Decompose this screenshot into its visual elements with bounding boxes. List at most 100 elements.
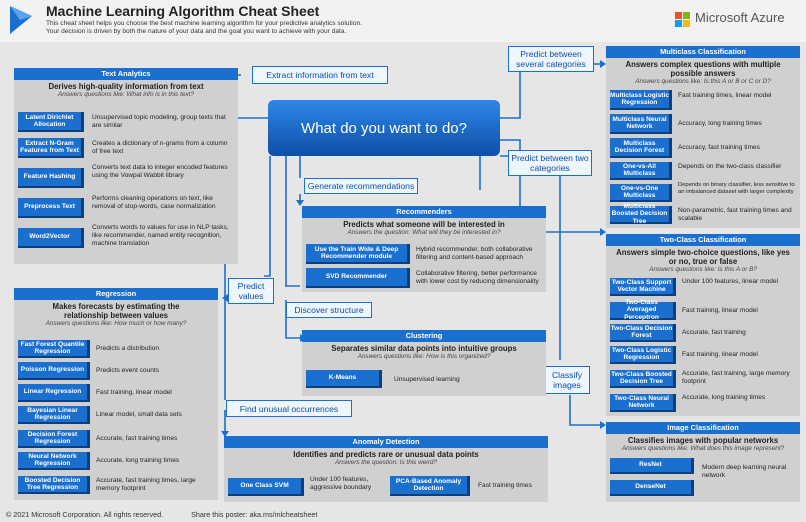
page-subtitle-1: This cheat sheet helps you choose the be… <box>46 20 362 27</box>
footer-share-link[interactable]: Share this poster: aka.ms/mlcheatsheet <box>191 510 318 519</box>
panel-title: Predicts what someone will be interested… <box>343 220 505 229</box>
page-subtitle-2: Your decision is driven by both the natu… <box>46 28 347 35</box>
algo-desc: Under 100 features, aggressive boundary <box>310 476 372 491</box>
ml-logo-icon <box>10 6 32 34</box>
header-bar <box>0 0 806 42</box>
algo-resnet[interactable]: ResNet <box>610 458 694 474</box>
algo-poisson-regression[interactable]: Poisson Regression <box>18 362 90 380</box>
central-question: What do you want to do? <box>268 100 500 156</box>
panel-two-class: Two-Class Classification Answers simple … <box>606 234 800 416</box>
algo-two-class-perceptron[interactable]: Two-Class Averaged Perceptron <box>610 299 676 321</box>
callout-discover-structure[interactable]: Discover structure <box>286 302 372 318</box>
algo-one-class-svm[interactable]: One Class SVM <box>228 478 304 496</box>
algo-fast-forest-quantile[interactable]: Fast Forest Quantile Regression <box>18 340 90 358</box>
panel-clustering: Clustering Separates similar data points… <box>302 330 546 396</box>
algo-desc: Fast training, linear model <box>682 351 758 358</box>
panel-header: Text Analytics <box>14 68 238 80</box>
page-title: Machine Learning Algorithm Cheat Sheet <box>46 3 320 19</box>
algo-multiclass-boosted-tree[interactable]: Multiclass Boosted Decision Tree <box>610 203 672 225</box>
algo-wide-deep-recommender[interactable]: Use the Train Wide & Deep Recommender mo… <box>306 244 410 264</box>
brand-name: Microsoft Azure <box>695 10 785 25</box>
panel-question: Answers questions like: How much or how … <box>45 320 187 327</box>
algo-desc: Converts text data to integer encoded fe… <box>92 164 228 179</box>
algo-desc: Linear model, small data sets <box>96 411 182 418</box>
algo-k-means[interactable]: K-Means <box>306 370 382 388</box>
callout-generate-recommendations[interactable]: Generate recommendations <box>304 178 418 194</box>
algo-desc: Converts words to values for use in NLP … <box>92 224 229 247</box>
panel-header: Regression <box>14 288 218 300</box>
algo-decision-forest-regression[interactable]: Decision Forest Regression <box>18 430 90 448</box>
algo-desc: Accuracy, fast training times <box>678 144 760 151</box>
algo-feature-hashing[interactable]: Feature Hashing <box>18 168 84 188</box>
panel-anomaly-detection: Anomaly Detection Identifies and predict… <box>224 436 548 502</box>
panel-question: Answers questions like: Is this A or B o… <box>635 78 771 85</box>
algo-boosted-decision-tree-regression[interactable]: Boosted Decision Tree Regression <box>18 476 90 494</box>
algo-bayesian-linear[interactable]: Bayesian Linear Regression <box>18 406 90 424</box>
callout-find-unusual[interactable]: Find unusual occurrences <box>226 400 352 417</box>
panel-title: Answers simple two-choice questions, lik… <box>616 248 790 266</box>
algo-desc: Predicts a distribution <box>96 345 160 352</box>
panel-recommenders: Recommenders Predicts what someone will … <box>302 206 546 292</box>
panel-header: Multiclass Classification <box>606 46 800 58</box>
algo-one-vs-all[interactable]: One-vs-All Multiclass <box>610 162 672 180</box>
panel-question: Answers the question: What will they be … <box>347 229 501 236</box>
algo-desc: Depends on binary classifier, less sensi… <box>678 182 795 195</box>
panel-text-analytics: Text Analytics Derives high-quality info… <box>14 68 238 264</box>
callout-predict-two[interactable]: Predict between two categories <box>508 150 592 176</box>
algo-desc: Depends on the two-class classifier <box>678 163 782 170</box>
algo-extract-ngram[interactable]: Extract N-Gram Features from Text <box>18 138 84 158</box>
algo-desc: Hybrid recommender, both collaborative f… <box>416 246 533 261</box>
algo-two-class-boosted-tree[interactable]: Two-Class Boosted Decision Tree <box>610 370 676 388</box>
panel-question: Answers questions like: How is this orga… <box>357 353 491 360</box>
panel-header: Image Classification <box>606 422 800 434</box>
panel-question: Answers questions like: What info is in … <box>57 91 195 98</box>
panel-header: Clustering <box>302 330 546 342</box>
algo-desc: Non-parametric, fast training times and … <box>678 207 792 222</box>
callout-predict-values[interactable]: Predict values <box>228 278 274 304</box>
algo-two-class-neural[interactable]: Two-Class Neural Network <box>610 394 676 412</box>
panel-title: Separates similar data points into intui… <box>331 344 517 353</box>
callout-extract-text[interactable]: Extract information from text <box>252 66 388 84</box>
footer: © 2021 Microsoft Corporation. All rights… <box>6 510 317 519</box>
algo-desc: Under 100 features, linear model <box>682 278 779 285</box>
panel-title: Answers complex questions with multiple … <box>625 60 781 78</box>
algo-desc: Predicts event counts <box>96 367 160 374</box>
panel-header: Anomaly Detection <box>224 436 548 448</box>
algo-densenet[interactable]: DenseNet <box>610 480 694 496</box>
algo-multiclass-decision-forest[interactable]: Multiclass Decision Forest <box>610 138 672 158</box>
algo-word2vector[interactable]: Word2Vector <box>18 228 84 248</box>
algo-desc: Accurate, fast training <box>682 329 746 336</box>
callout-predict-several[interactable]: Predict between several categories <box>508 46 594 72</box>
algo-desc: Accurate, fast training times, large mem… <box>96 477 196 492</box>
algo-one-vs-one[interactable]: One-vs-One Multiclass <box>610 184 672 202</box>
callout-classify-images[interactable]: Classify images <box>544 366 590 394</box>
panel-header: Recommenders <box>302 206 546 218</box>
algo-desc: Fast training, linear model <box>682 307 758 314</box>
algo-desc: Performs cleaning operations on text, li… <box>92 195 216 210</box>
algo-desc: Fast training, linear model <box>96 389 172 396</box>
algo-desc: Collaborative filtering, better performa… <box>416 270 539 285</box>
algo-latent-dirichlet[interactable]: Latent Dirichlet Allocation <box>18 112 84 132</box>
algo-desc: Unsupervised learning <box>394 376 460 383</box>
algo-desc: Accurate, long training times <box>682 394 766 401</box>
panel-image-classification: Image Classification Classifies images w… <box>606 422 800 502</box>
panel-question: Answers questions like: Is this A or B? <box>649 266 757 273</box>
algo-two-class-decision-forest[interactable]: Two-Class Decision Forest <box>610 324 676 342</box>
footer-copyright: © 2021 Microsoft Corporation. All rights… <box>6 510 164 519</box>
algo-desc: Fast training times <box>478 482 532 489</box>
algo-desc: Accurate, long training times <box>96 457 180 464</box>
panel-title: Classifies images with popular networks <box>627 436 779 445</box>
algo-preprocess-text[interactable]: Preprocess Text <box>18 198 84 218</box>
algo-linear-regression[interactable]: Linear Regression <box>18 384 90 402</box>
algo-neural-network-regression[interactable]: Neural Network Regression <box>18 452 90 470</box>
algo-two-class-svm[interactable]: Two-Class Support Vector Machine <box>610 278 676 296</box>
microsoft-logo-icon <box>675 12 691 28</box>
algo-pca-anomaly[interactable]: PCA-Based Anomaly Detection <box>390 476 470 496</box>
panel-question: Answers the question: Is this weird? <box>335 459 437 466</box>
algo-multiclass-logistic[interactable]: Multiclass Logistic Regression <box>610 90 672 110</box>
panel-header: Two-Class Classification <box>606 234 800 246</box>
algo-svd-recommender[interactable]: SVD Recommender <box>306 268 410 288</box>
algo-desc: Unsupervised topic modeling, group texts… <box>92 114 226 129</box>
algo-multiclass-neural[interactable]: Multiclass Neural Network <box>610 114 672 134</box>
algo-two-class-logistic[interactable]: Two-Class Logistic Regression <box>610 346 676 364</box>
